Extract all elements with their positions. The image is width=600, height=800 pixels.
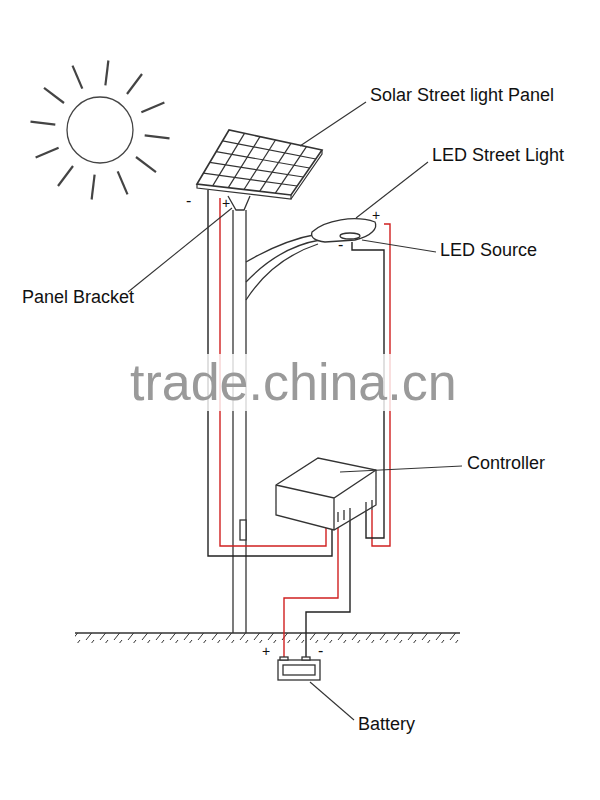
pole <box>233 210 320 633</box>
part-label: Battery <box>358 715 415 735</box>
sun-ray <box>44 88 64 103</box>
part-label: LED Street Light <box>432 146 564 166</box>
sun-ray <box>127 74 142 94</box>
sun-ray <box>141 103 164 113</box>
battery <box>278 657 320 680</box>
sun <box>31 61 170 200</box>
polarity-sign: - <box>338 236 343 254</box>
cell-line <box>223 141 316 159</box>
sun-ray <box>31 122 56 125</box>
sun-ray <box>73 66 83 89</box>
watermark: trade.china.cn <box>126 354 461 411</box>
cell-line <box>203 173 297 186</box>
sun-ray <box>145 135 170 138</box>
part-label: Controller <box>467 454 545 474</box>
led-street-light <box>312 219 376 242</box>
ground <box>75 633 460 643</box>
cell-line <box>210 162 304 177</box>
polarity-sign: + <box>372 208 380 223</box>
solar-panel <box>197 130 322 199</box>
sun-ray <box>105 61 108 86</box>
sun-ray <box>118 171 128 194</box>
polarity-sign: + <box>222 196 230 211</box>
wires <box>208 190 390 660</box>
sun-ray <box>136 157 156 172</box>
polarity-sign: - <box>186 192 191 210</box>
polarity-sign: + <box>262 644 270 659</box>
controller-box <box>276 458 376 530</box>
sun-ray <box>92 175 95 200</box>
part-label: Solar Street light Panel <box>370 86 554 106</box>
sun-ray <box>36 148 59 158</box>
polarity-sign: - <box>318 642 323 660</box>
part-label: LED Source <box>440 241 537 261</box>
part-label: Panel Bracket <box>22 288 134 308</box>
sun-ray <box>58 166 73 186</box>
